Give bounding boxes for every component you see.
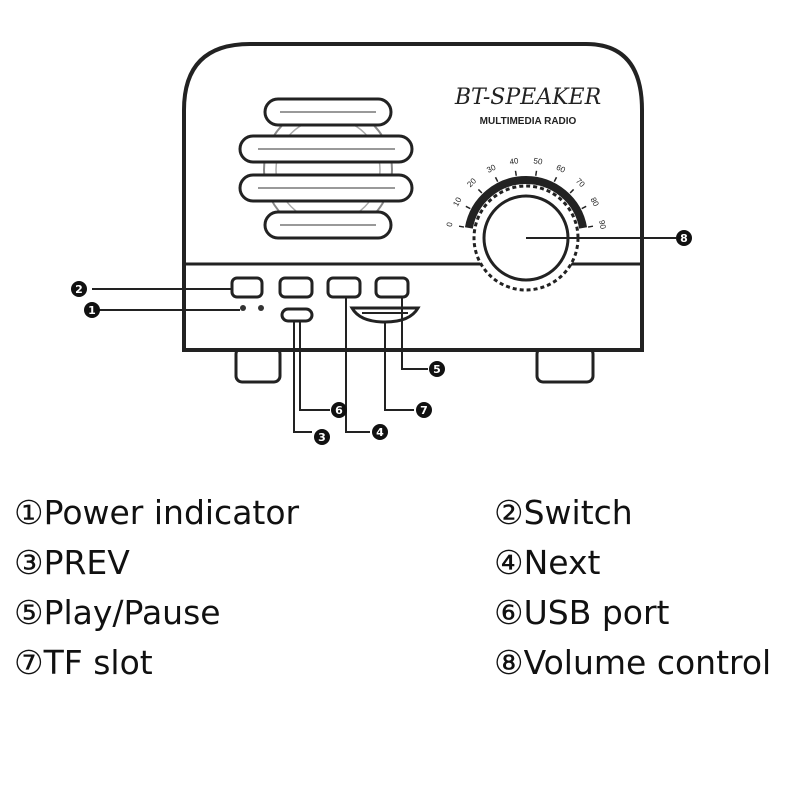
volume-scale-tick <box>534 170 538 176</box>
legend-symbol: ④ <box>494 543 524 582</box>
brand-text: BT-SPEAKER <box>454 85 601 110</box>
legend-symbol: ③ <box>14 543 44 582</box>
power-indicator-led-right <box>258 305 264 311</box>
leader-lines <box>92 237 676 433</box>
volume-scale-tick <box>465 205 471 210</box>
legend-symbol: ⑦ <box>14 643 44 682</box>
volume-scale-tick <box>458 225 465 228</box>
legend-item-volume-control: ⑧Volume control <box>494 643 771 683</box>
callout-prev: 3 <box>314 429 330 445</box>
legend-label: Switch <box>523 493 633 532</box>
callout-number: 6 <box>335 404 343 417</box>
callout-number: 3 <box>318 431 326 444</box>
callout-switch: 2 <box>71 281 87 297</box>
volume-scale-tick <box>553 176 558 183</box>
legend-item-tf-slot: ⑦TF slot <box>14 643 153 683</box>
legend-label: Power indicator <box>43 493 300 532</box>
subtitle-text: MULTIMEDIA RADIO <box>480 116 577 127</box>
legend-item-power-indicator: ①Power indicator <box>14 493 299 533</box>
callout-number: 5 <box>433 363 441 376</box>
legend-item-next: ④Next <box>494 543 600 583</box>
left-foot <box>234 346 282 384</box>
callout-number: 8 <box>680 232 688 245</box>
legend-symbol: ⑤ <box>14 593 44 632</box>
callout-number: 1 <box>88 304 96 317</box>
callout-markers: 12 3 4 5 6 7 8 <box>71 230 692 445</box>
legend-label: USB port <box>523 593 670 632</box>
volume-scale-tick <box>587 225 594 228</box>
legend-symbol: ⑧ <box>494 643 524 682</box>
callout-volume-control: 8 <box>676 230 692 246</box>
volume-scale-label: 40 <box>509 156 520 166</box>
callout-usb-port: 6 <box>331 402 347 418</box>
callout-play-pause: 5 <box>429 361 445 377</box>
legend-item-prev: ③PREV <box>14 543 130 583</box>
volume-scale-tick <box>477 188 483 194</box>
legend-symbol: ⑥ <box>494 593 524 632</box>
usb-port[interactable] <box>280 307 314 323</box>
callout-next: 4 <box>372 424 388 440</box>
volume-scale-label: 30 <box>485 162 497 174</box>
volume-scale-label: 0 <box>445 221 455 227</box>
callout-tf-slot: 7 <box>416 402 432 418</box>
volume-scale-label: 50 <box>533 156 544 166</box>
legend-symbol: ② <box>494 493 524 532</box>
volume-scale-label: 90 <box>597 219 608 230</box>
legend-item-usb-port: ⑥USB port <box>494 593 669 633</box>
callout-number: 7 <box>420 404 428 417</box>
legend-label: Next <box>523 543 601 582</box>
volume-scale-tick <box>569 188 575 194</box>
legend-label: Play/Pause <box>43 593 221 632</box>
callout-number: 4 <box>376 426 384 439</box>
legend-item-play-pause: ⑤Play/Pause <box>14 593 221 633</box>
volume-scale-label: 60 <box>555 163 567 175</box>
volume-scale-tick <box>514 170 518 176</box>
volume-scale-arc <box>464 176 588 229</box>
play-pause-button[interactable] <box>374 276 410 299</box>
switch-button[interactable] <box>230 276 264 299</box>
volume-scale-tick <box>581 205 587 210</box>
volume-scale-tick <box>494 176 499 183</box>
next-button[interactable] <box>326 276 362 299</box>
legend-label: Volume control <box>523 643 772 682</box>
legend-label: TF slot <box>43 643 153 682</box>
legend-label: PREV <box>43 543 130 582</box>
legend-symbol: ① <box>14 493 44 532</box>
prev-button[interactable] <box>278 276 314 299</box>
callout-number: 2 <box>75 283 83 296</box>
legend-item-switch: ②Switch <box>494 493 633 533</box>
right-foot <box>535 346 595 384</box>
power-indicator-led-left <box>240 305 246 311</box>
speaker-grille <box>238 97 414 240</box>
callout-power-indicator: 1 <box>84 302 100 318</box>
